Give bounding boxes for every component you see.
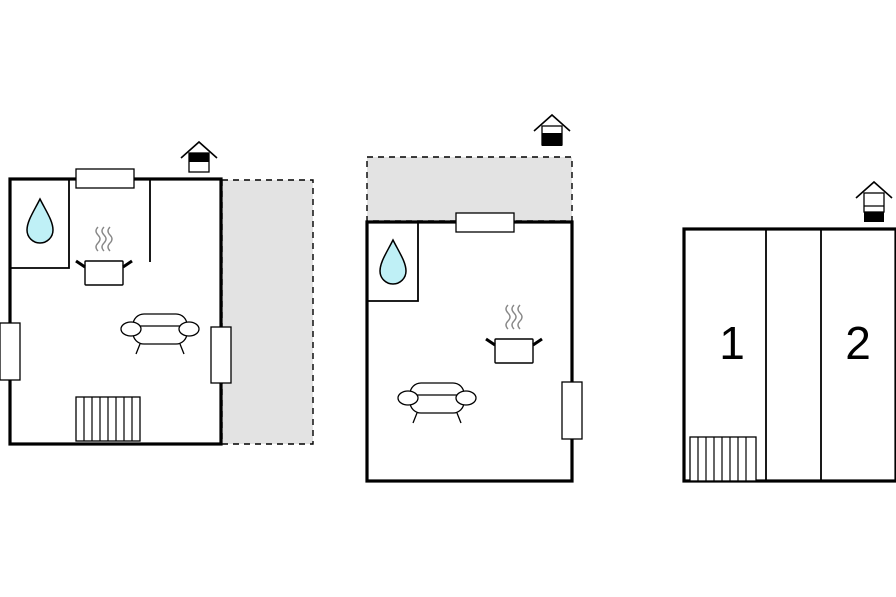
window-icon	[455, 212, 515, 233]
terrace-area	[366, 156, 573, 222]
floorplan-3: 1 2	[682, 181, 896, 483]
house-level-fill	[189, 153, 209, 162]
house-level-fill	[542, 133, 562, 146]
house-level-fill	[864, 212, 884, 222]
house-level-icon	[855, 181, 893, 213]
window-icon	[0, 322, 21, 381]
cooking-pot-icon	[74, 225, 134, 287]
window-icon	[75, 168, 135, 189]
room-label-1: 1	[719, 317, 745, 369]
bathroom-wall	[368, 222, 419, 302]
sofa-icon	[397, 382, 477, 424]
floorplan-2	[365, 114, 583, 483]
bathroom-wall	[11, 179, 70, 269]
staircase-icon	[689, 436, 757, 482]
water-drop-icon	[379, 239, 407, 285]
floorplan-walls	[682, 227, 896, 483]
room-label-2: 2	[845, 317, 871, 369]
staircase-icon	[75, 396, 141, 442]
cooking-pot-icon	[484, 303, 544, 365]
floorplan-1	[0, 141, 314, 446]
window-icon	[210, 326, 232, 384]
water-drop-icon	[26, 198, 54, 244]
sofa-icon	[120, 313, 200, 355]
terrace-area	[221, 179, 314, 445]
window-icon	[561, 381, 583, 440]
